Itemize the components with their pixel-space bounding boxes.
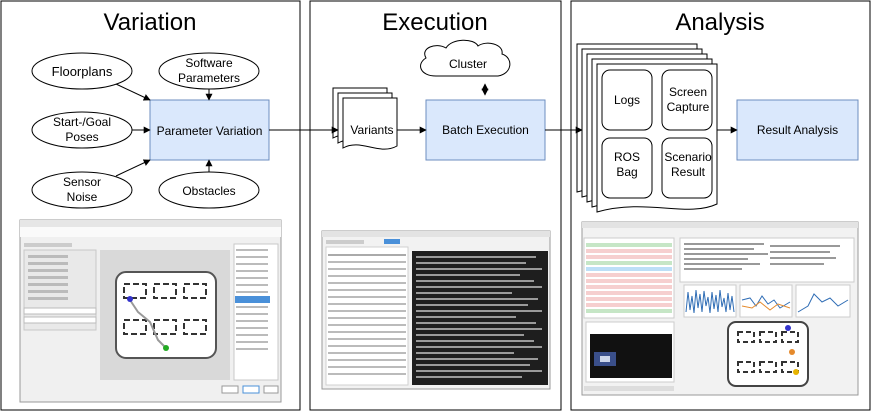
poses-label-line1: Start-/Goal: [53, 115, 111, 129]
sensor-label-line1: Sensor: [63, 175, 101, 189]
ros-label-line2: Bag: [616, 165, 637, 179]
variation-panel: Variation Floorplans Software Parameters…: [0, 0, 301, 411]
batch-execution-label: Batch Execution: [442, 123, 529, 137]
scenario-result-box: [661, 137, 713, 199]
variants-label: Variants: [350, 123, 393, 137]
cluster-label: Cluster: [449, 57, 487, 71]
cloud-icon: [420, 39, 511, 77]
logs-label: Logs: [614, 93, 640, 107]
sensor-label-line2: Noise: [67, 190, 98, 204]
software-label-line2: Parameters: [178, 71, 240, 85]
variation-gui-thumbnail: [19, 219, 282, 403]
result-analysis-label: Result Analysis: [757, 123, 838, 137]
result-analysis-box: [736, 99, 859, 161]
poses-label-line2: Poses: [65, 130, 98, 144]
execution-panel: Execution Cluster Variants Batch Executi…: [269, 0, 562, 411]
ros-bag-box: [601, 137, 653, 199]
software-label-line1: Software: [185, 56, 233, 70]
logs-box: [601, 69, 653, 131]
screen-label-line1: Screen: [669, 85, 707, 99]
floorplans-label: Floorplans: [52, 64, 113, 79]
ros-label-line1: ROS: [614, 150, 640, 164]
screen-label-line2: Capture: [667, 100, 710, 114]
scenario-label-line1: Scenario: [664, 150, 712, 164]
variation-title: Variation: [104, 9, 197, 36]
batch-execution-box: [425, 99, 546, 161]
analysis-panel: Analysis Logs Screen Capture ROS Bag Sce…: [545, 0, 871, 411]
analysis-gui-thumbnail: [581, 221, 859, 396]
parameter-variation-label: Parameter Variation: [157, 124, 263, 138]
arrow-icon: [115, 83, 151, 101]
obstacles-label: Obstacles: [182, 184, 235, 198]
execution-gui-thumbnail: [321, 230, 551, 390]
floorplans-node: [31, 52, 133, 90]
scenario-label-line2: Result: [671, 165, 706, 179]
document-stack-icon: [332, 87, 398, 150]
sensor-noise-node: [31, 171, 133, 209]
screen-capture-box: [661, 69, 713, 131]
analysis-title: Analysis: [675, 9, 764, 36]
arrow-icon: [115, 159, 151, 177]
execution-title: Execution: [382, 9, 487, 36]
